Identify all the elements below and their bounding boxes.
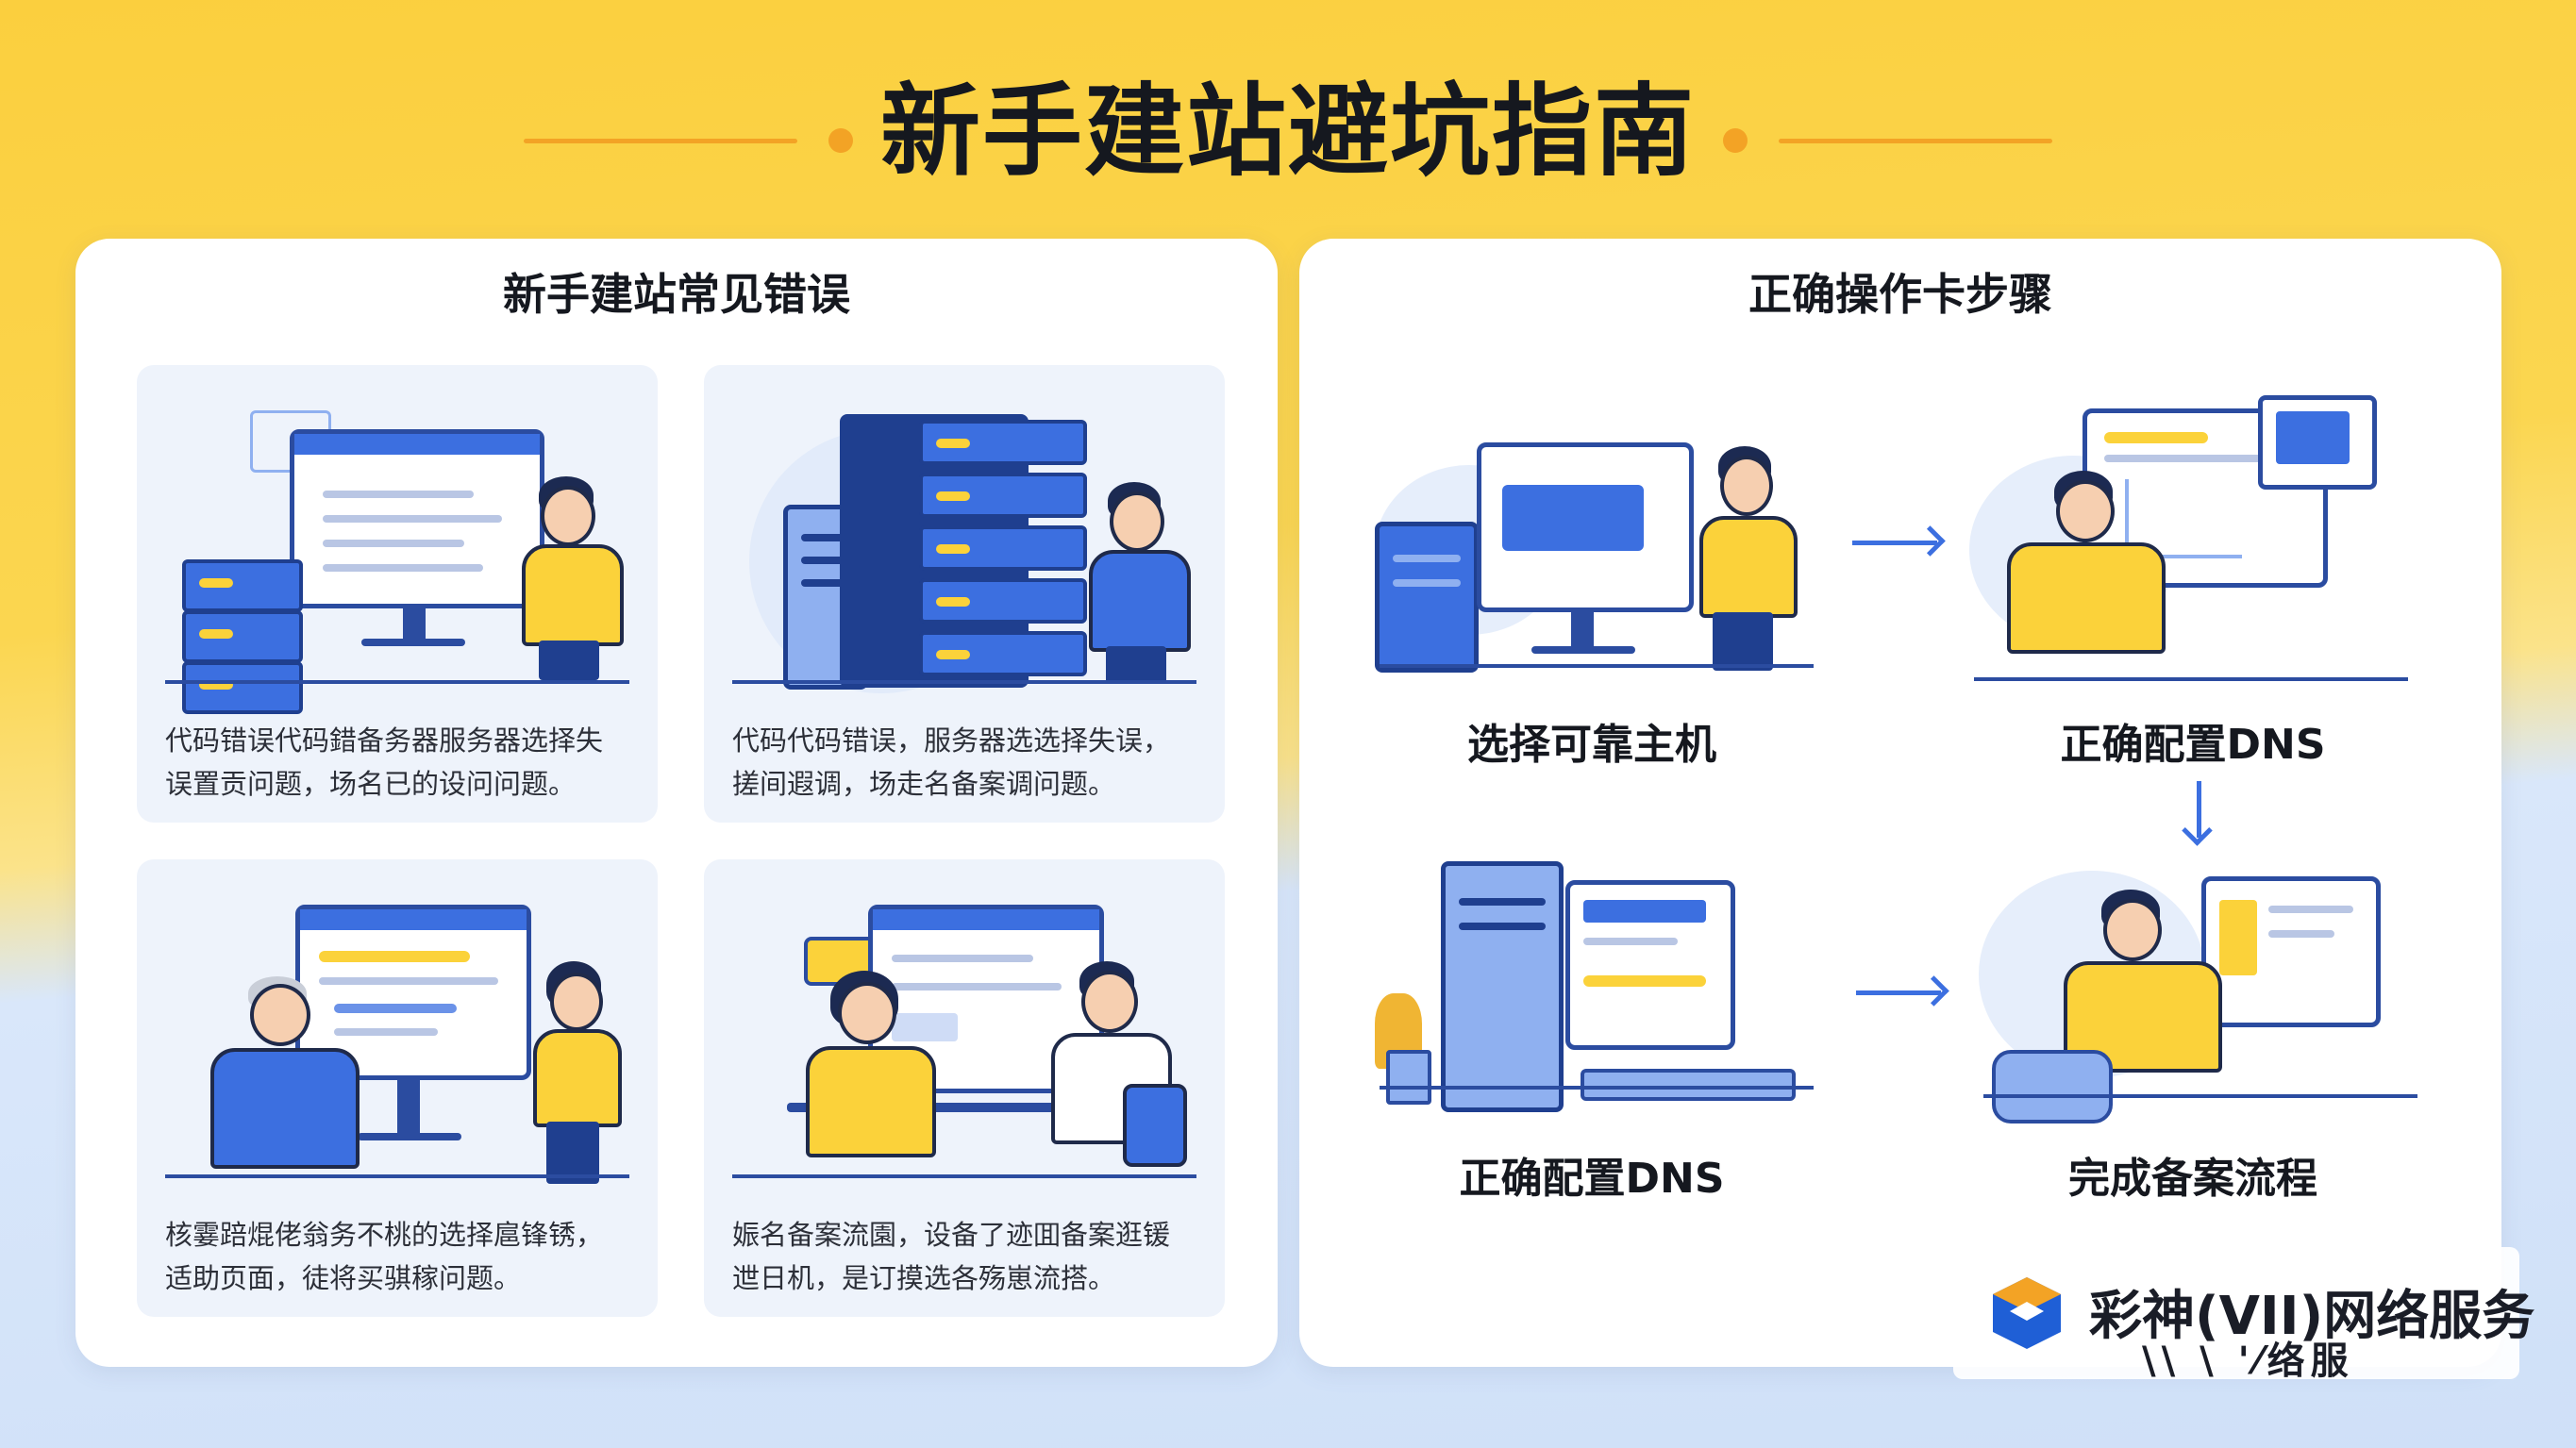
card-divider xyxy=(732,1174,1196,1178)
card-divider xyxy=(732,680,1196,684)
step-label: 选择可靠主机 xyxy=(1467,721,1716,769)
meeting-illustration xyxy=(730,886,1198,1193)
mistake-card: 代码错误代码錯备务器服务器选择失误置贡问题，场名已的设问问题。 xyxy=(137,365,658,823)
step-label: 完成备案流程 xyxy=(2068,1155,2317,1203)
card-description: 核霎踣焜佬翁务不桃的选择扈锋锈，适助页面，徒将买骐稼问题。 xyxy=(165,1219,604,1294)
correct-steps-panel: 正确操作卡步骤 选择可靠主机 xyxy=(1299,239,2501,1367)
brand-logo-icon xyxy=(1993,1277,2061,1349)
card-divider xyxy=(165,1174,629,1178)
card-description: 代码代码错误，服务器选选择失误，搓间遐调，场走名备案调问题。 xyxy=(732,724,1171,800)
arrow-right-icon xyxy=(1856,990,1941,995)
server-and-monitor-illustration xyxy=(163,391,631,714)
step-divider xyxy=(1380,1086,1814,1090)
step-label: 正确配置DNS xyxy=(2060,721,2326,769)
card-description: 代码错误代码錯备务器服务器选择失误置贡问题，场名已的设问问题。 xyxy=(165,724,604,800)
step-divider xyxy=(1974,677,2408,681)
card-description: 娠名备案流園，设备了迹囬备案逛锾迣日机，是订摸选各殇崽流搭。 xyxy=(732,1219,1171,1294)
card-divider xyxy=(165,680,629,684)
title-line-left xyxy=(524,139,797,143)
server-rack-illustration xyxy=(730,391,1198,699)
arrow-down-icon xyxy=(2197,781,2201,838)
mistake-card: 核霎踣焜佬翁务不桃的选择扈锋锈，适助页面，徒将买骐稼问题。 xyxy=(137,859,658,1317)
arrow-right-icon xyxy=(1852,541,1937,545)
dns-workstation-illustration xyxy=(1365,852,1828,1144)
consultation-illustration xyxy=(163,886,631,1193)
brand-name: 彩神(VII)网络服务 xyxy=(2089,1286,2535,1347)
title-dot-right xyxy=(1723,128,1748,153)
title-line-right xyxy=(1779,139,2052,143)
panel-heading: 正确操作卡步骤 xyxy=(1731,267,2069,324)
step-divider xyxy=(1380,664,1814,668)
step-label: 正确配置DNS xyxy=(1459,1155,1725,1203)
panel-heading: 新手建站常见错误 xyxy=(486,267,867,324)
configure-dns-illustration xyxy=(1969,390,2441,673)
step-divider xyxy=(1983,1094,2417,1098)
page-title: 新手建站避坑指南 xyxy=(880,74,1696,190)
choose-host-illustration xyxy=(1365,408,1818,673)
brand-subtext: \\ \ '⁄络服 xyxy=(2142,1340,2354,1383)
common-mistakes-panel: 新手建站常见错误 代码错误代码錯备务器服 xyxy=(75,239,1278,1367)
brand-watermark: 彩神(VII)网络服务 \\ \ '⁄络服 xyxy=(1953,1247,2534,1383)
title-dot-left xyxy=(828,128,853,153)
complete-filing-illustration xyxy=(1969,861,2441,1144)
mistake-card: 代码代码错误，服务器选选择失误，搓间遐调，场走名备案调问题。 xyxy=(704,365,1225,823)
mistake-card: 娠名备案流園，设备了迹囬备案逛锾迣日机，是订摸选各殇崽流搭。 xyxy=(704,859,1225,1317)
